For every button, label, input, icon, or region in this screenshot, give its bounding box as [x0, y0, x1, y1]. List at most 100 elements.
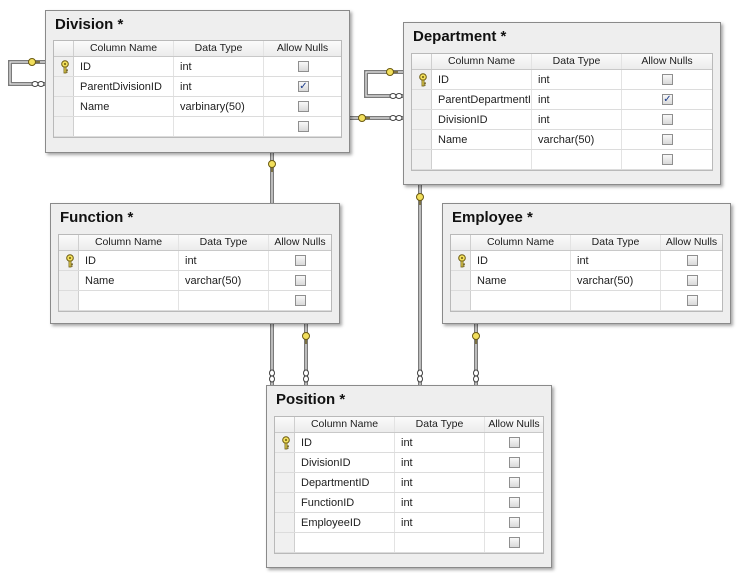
table-row[interactable]	[412, 150, 712, 170]
column-name-cell[interactable]	[74, 117, 174, 136]
column-name-cell[interactable]	[432, 150, 532, 169]
column-name-cell[interactable]	[295, 533, 395, 552]
allow-nulls-checkbox[interactable]	[687, 255, 698, 266]
column-name-cell[interactable]: FunctionID	[295, 493, 395, 512]
row-selector[interactable]	[54, 57, 74, 76]
header-allow-nulls[interactable]: Allow Nulls	[276, 42, 329, 54]
column-name-cell[interactable]: Name	[432, 130, 532, 149]
data-type-cell[interactable]	[532, 150, 622, 169]
data-type-cell[interactable]: int	[395, 473, 485, 492]
allow-nulls-checkbox[interactable]: ✓	[662, 94, 673, 105]
allow-nulls-checkbox[interactable]: ✓	[298, 81, 309, 92]
allow-nulls-checkbox[interactable]	[295, 275, 306, 286]
row-selector[interactable]	[451, 291, 471, 310]
allow-nulls-checkbox[interactable]	[298, 121, 309, 132]
row-selector[interactable]	[275, 513, 295, 532]
header-data-type[interactable]: Data Type	[179, 235, 269, 250]
header-column-name[interactable]: Column Name	[74, 41, 174, 56]
header-data-type[interactable]: Data Type	[571, 235, 661, 250]
allow-nulls-checkbox[interactable]	[509, 537, 520, 548]
row-selector[interactable]	[451, 271, 471, 290]
data-type-cell[interactable]: varchar(50)	[179, 271, 269, 290]
column-name-cell[interactable]: ID	[432, 70, 532, 89]
data-type-cell[interactable]	[174, 117, 264, 136]
data-type-cell[interactable]: int	[174, 77, 264, 96]
allow-nulls-checkbox[interactable]	[295, 295, 306, 306]
table-row[interactable]	[275, 533, 543, 553]
header-allow-nulls[interactable]: Allow Nulls	[488, 418, 540, 430]
data-type-cell[interactable]: int	[179, 251, 269, 270]
allow-nulls-checkbox[interactable]	[662, 134, 673, 145]
data-type-cell[interactable]	[571, 291, 661, 310]
header-allow-nulls[interactable]: Allow Nulls	[641, 55, 693, 67]
row-selector[interactable]	[59, 291, 79, 310]
column-name-cell[interactable]: ID	[295, 433, 395, 452]
row-selector[interactable]	[275, 433, 295, 452]
row-selector[interactable]	[275, 493, 295, 512]
row-selector[interactable]	[54, 97, 74, 116]
header-column-name[interactable]: Column Name	[471, 235, 571, 250]
column-name-cell[interactable]: ID	[74, 57, 174, 76]
row-selector[interactable]	[59, 271, 79, 290]
column-name-cell[interactable]: DivisionID	[432, 110, 532, 129]
row-selector[interactable]	[412, 110, 432, 129]
data-type-cell[interactable]: varchar(50)	[532, 130, 622, 149]
column-name-cell[interactable]: ParentDivisionID	[74, 77, 174, 96]
header-column-name[interactable]: Column Name	[79, 235, 179, 250]
allow-nulls-checkbox[interactable]	[662, 114, 673, 125]
table-row[interactable]	[59, 291, 331, 311]
row-selector[interactable]	[412, 70, 432, 89]
data-type-cell[interactable]	[179, 291, 269, 310]
data-type-cell[interactable]: int	[532, 90, 622, 109]
header-column-name[interactable]: Column Name	[295, 417, 395, 432]
header-data-type[interactable]: Data Type	[395, 417, 485, 432]
allow-nulls-checkbox[interactable]	[662, 154, 673, 165]
data-type-cell[interactable]: int	[395, 433, 485, 452]
data-type-cell[interactable]: varbinary(50)	[174, 97, 264, 116]
data-type-cell[interactable]: int	[395, 453, 485, 472]
data-type-cell[interactable]	[395, 533, 485, 552]
row-selector[interactable]	[412, 90, 432, 109]
column-name-cell[interactable]	[471, 291, 571, 310]
column-name-cell[interactable]: ID	[79, 251, 179, 270]
data-type-cell[interactable]: int	[571, 251, 661, 270]
header-data-type[interactable]: Data Type	[174, 41, 264, 56]
column-name-cell[interactable]: Name	[79, 271, 179, 290]
data-type-cell[interactable]: int	[395, 513, 485, 532]
row-selector[interactable]	[275, 453, 295, 472]
allow-nulls-checkbox[interactable]	[298, 101, 309, 112]
header-column-name[interactable]: Column Name	[432, 54, 532, 69]
row-selector[interactable]	[275, 473, 295, 492]
table-row[interactable]	[451, 291, 722, 311]
row-selector[interactable]	[59, 251, 79, 270]
row-selector[interactable]	[54, 117, 74, 136]
data-type-cell[interactable]: int	[532, 70, 622, 89]
allow-nulls-checkbox[interactable]	[509, 477, 520, 488]
allow-nulls-checkbox[interactable]	[509, 437, 520, 448]
row-selector[interactable]	[54, 77, 74, 96]
column-name-cell[interactable]	[79, 291, 179, 310]
table-row[interactable]	[54, 117, 341, 137]
data-type-cell[interactable]: int	[174, 57, 264, 76]
data-type-cell[interactable]: int	[532, 110, 622, 129]
row-selector[interactable]	[412, 130, 432, 149]
data-type-cell[interactable]: int	[395, 493, 485, 512]
allow-nulls-checkbox[interactable]	[298, 61, 309, 72]
